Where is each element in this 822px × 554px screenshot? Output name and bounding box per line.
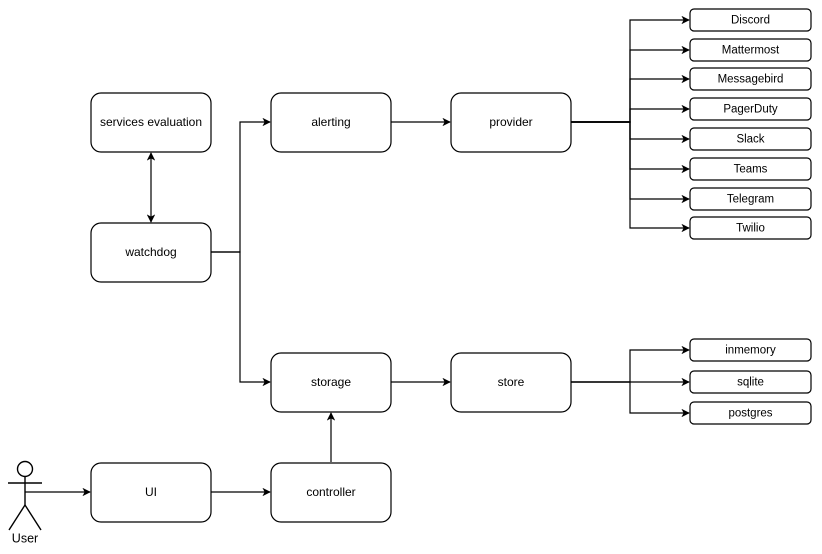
node-label-controller: controller <box>306 485 355 499</box>
edge-provider-to-twilio <box>571 121 690 233</box>
node-alerting[interactable]: alerting <box>270 92 392 153</box>
node-label-mattermost: Mattermost <box>722 45 780 57</box>
node-box-twilio <box>689 216 812 240</box>
node-mattermost[interactable]: Mattermost <box>689 38 812 62</box>
node-box-postgres <box>689 401 812 425</box>
node-controller[interactable]: controller <box>270 462 392 523</box>
node-label-teams: Teams <box>734 164 768 176</box>
actor-head-icon <box>16 460 34 478</box>
edge-provider-to-pagerduty <box>571 104 690 123</box>
node-discord[interactable]: Discord <box>689 8 812 32</box>
actor-layer: User <box>8 460 42 546</box>
node-box-storage <box>270 352 392 413</box>
node-storage[interactable]: storage <box>270 352 392 413</box>
node-provider[interactable]: provider <box>450 92 572 153</box>
node-pagerduty[interactable]: PagerDuty <box>689 97 812 121</box>
edge-watchdog-to-alerting <box>211 117 271 253</box>
node-sqlite[interactable]: sqlite <box>689 370 812 394</box>
node-box-telegram <box>689 187 812 211</box>
node-box-ui <box>90 462 212 523</box>
node-label-store: store <box>498 375 525 389</box>
node-label-alerting: alerting <box>311 115 350 129</box>
node-label-inmemory: inmemory <box>725 345 776 357</box>
node-messagebird[interactable]: Messagebird <box>689 67 812 91</box>
edge-store-to-inmemory <box>571 345 690 383</box>
node-label-ui: UI <box>145 485 157 499</box>
node-box-provider <box>450 92 572 153</box>
node-box-controller <box>270 462 392 523</box>
node-box-watchdog <box>90 222 212 283</box>
node-box-alerting <box>270 92 392 153</box>
node-label-postgres: postgres <box>728 408 772 420</box>
node-label-pagerduty: PagerDuty <box>723 104 778 116</box>
actor-user[interactable]: User <box>8 460 42 546</box>
actor-leg-left <box>8 504 26 531</box>
node-label-storage: storage <box>311 375 351 389</box>
node-box-pagerduty <box>689 97 812 121</box>
node-label-messagebird: Messagebird <box>718 74 784 86</box>
actor-label-user: User <box>12 531 38 545</box>
node-label-slack: Slack <box>736 134 764 146</box>
node-box-slack <box>689 127 812 151</box>
edge-watchdog-to-storage <box>211 251 271 387</box>
node-ui[interactable]: UI <box>90 462 212 523</box>
node-box-teams <box>689 157 812 181</box>
node-inmemory[interactable]: inmemory <box>689 338 812 362</box>
node-label-watchdog: watchdog <box>124 245 176 259</box>
node-box-inmemory <box>689 338 812 362</box>
node-twilio[interactable]: Twilio <box>689 216 812 240</box>
node-label-discord: Discord <box>731 15 770 27</box>
node-label-provider: provider <box>489 115 532 129</box>
node-box-store <box>450 352 572 413</box>
node-label-telegram: Telegram <box>727 194 774 206</box>
node-box-sqlite <box>689 370 812 394</box>
node-teams[interactable]: Teams <box>689 157 812 181</box>
node-postgres[interactable]: postgres <box>689 401 812 425</box>
node-label-sqlite: sqlite <box>737 377 764 389</box>
node-services-evaluation[interactable]: services evaluation <box>90 92 212 153</box>
node-box-services-evaluation <box>90 92 212 153</box>
node-label-services-evaluation: services evaluation <box>100 115 202 129</box>
node-slack[interactable]: Slack <box>689 127 812 151</box>
node-box-discord <box>689 8 812 32</box>
node-label-twilio: Twilio <box>736 223 765 235</box>
node-telegram[interactable]: Telegram <box>689 187 812 211</box>
actor-leg-right <box>24 504 42 531</box>
node-box-messagebird <box>689 67 812 91</box>
edges-layer <box>25 15 690 497</box>
node-store[interactable]: store <box>450 352 572 413</box>
nodes-layer: services evaluation alerting provider watch… <box>90 8 812 523</box>
edge-store-to-postgres <box>571 381 690 418</box>
node-box-mattermost <box>689 38 812 62</box>
node-watchdog[interactable]: watchdog <box>90 222 212 283</box>
